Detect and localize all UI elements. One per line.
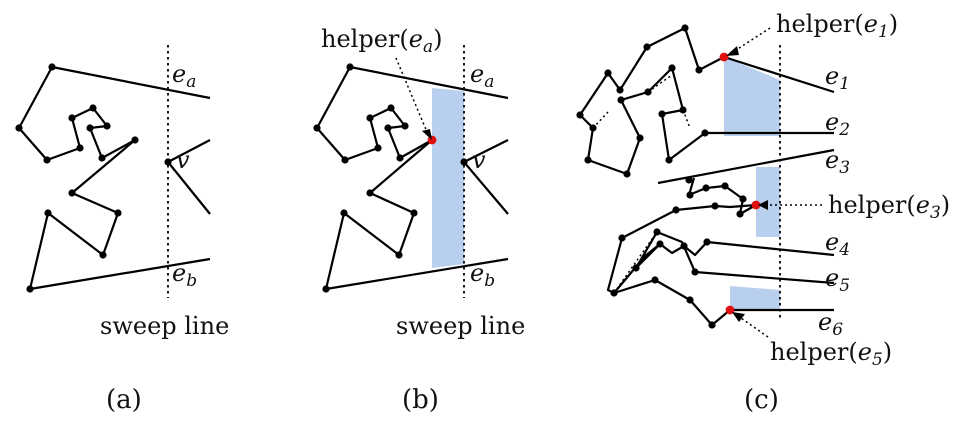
- helper-vertex-e3-c: [751, 200, 761, 210]
- caption-a: (a): [106, 385, 142, 415]
- vertex-label-v-b: v: [472, 146, 486, 174]
- edge-from-v-upper-a: [167, 139, 211, 163]
- bottom-polygon-c: [606, 177, 835, 295]
- edge-label-eb-b: eb: [470, 259, 495, 291]
- panel-b: helper(ea) ea v eb sweep line (b): [313, 25, 525, 415]
- edge-e3-c: [657, 148, 835, 185]
- polygon-vertices-a: [15, 63, 172, 293]
- caption-c: (c): [744, 385, 779, 415]
- panel-c: e1 e2 e3 e4 e5 e6 helper(e1) helper(e3) …: [576, 10, 950, 415]
- helper-pointer-e5-c: [737, 315, 769, 338]
- edge-from-v-upper-b: [463, 139, 509, 163]
- helper-pointer-b: [395, 57, 428, 133]
- lower-chain-c: [613, 278, 834, 327]
- sweep-line-label-a: sweep line: [100, 312, 229, 340]
- edge-e5-c: [694, 270, 835, 285]
- helper-label-e5-c: helper(e5): [770, 338, 892, 370]
- panel-a: ea v eb sweep line (a): [15, 45, 229, 415]
- caption-b: (b): [402, 385, 439, 415]
- edge-label-ea-b: ea: [470, 60, 494, 92]
- edge-from-v-lower-b: [463, 161, 509, 215]
- edge-label-e6-c: e6: [818, 308, 843, 340]
- sweep-line-label-b: sweep line: [396, 312, 525, 340]
- polygon-vertices-c: [576, 24, 747, 329]
- edge-from-v-lower-a: [167, 161, 211, 215]
- edge-label-e4-c: e4: [825, 228, 850, 260]
- edge-label-e3-c: e3: [825, 146, 850, 178]
- arrowhead-icon: [758, 200, 768, 210]
- arrowhead-icon: [422, 129, 432, 140]
- free-band-5-c: [730, 286, 780, 310]
- helper-vertex-e1-c: [719, 52, 729, 62]
- edge-label-e1-c: e1: [825, 62, 850, 94]
- edge-label-e2-c: e2: [825, 108, 850, 140]
- vertex-label-v-a: v: [176, 146, 190, 174]
- free-band-b: [432, 88, 464, 268]
- polygon-chain-b: [315, 65, 509, 291]
- polygon-vertices-b: [313, 63, 468, 293]
- arrowhead-icon: [726, 46, 739, 56]
- helper-label-e1-c: helper(e1): [776, 10, 898, 42]
- helper-pointer-e1-c: [732, 27, 771, 53]
- free-band-1-c: [724, 57, 780, 136]
- edge-label-eb-a: eb: [172, 259, 197, 291]
- helper-label-ea-b: helper(ea): [321, 25, 442, 57]
- inner-chain-c: [634, 230, 697, 273]
- edge-label-ea-a: ea: [172, 60, 196, 92]
- arrowhead-icon: [732, 312, 745, 322]
- edge-label-e5-c: e5: [825, 264, 850, 296]
- helper-label-e3-c: helper(e3): [828, 191, 950, 223]
